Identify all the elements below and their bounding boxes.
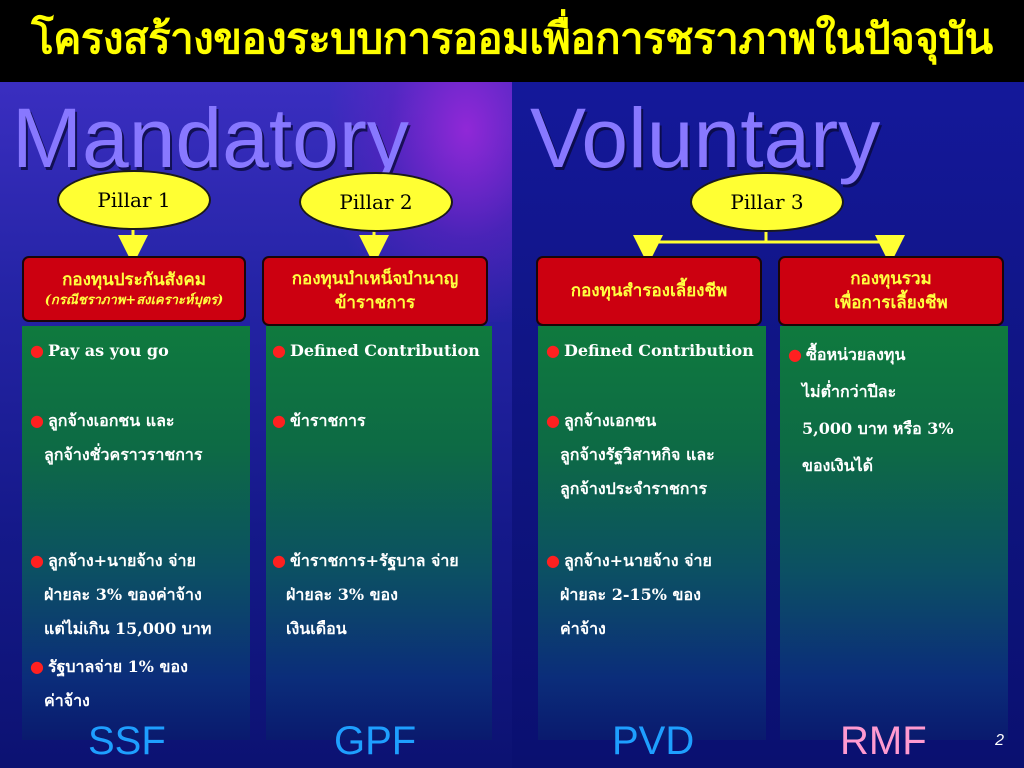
fund-rmf-name-line2: เพื่อการเลี้ยงชีพ	[834, 293, 948, 313]
pvd-members-l2: ลูกจ้างรัฐวิสาหกิจ และ	[560, 445, 715, 464]
bullet-dot-icon: ●	[30, 411, 44, 430]
fund-box-pvd: กองทุนสำรองเลี้ยงชีพ	[536, 256, 762, 326]
fund-gpf-name-line2: ข้าราชการ	[334, 293, 416, 313]
fund-code-rmf: RMF	[840, 719, 927, 763]
bullet-dot-icon: ●	[272, 551, 286, 570]
mandatory-label: Mandatory	[12, 91, 409, 185]
pillar-3: Pillar 3	[690, 172, 844, 232]
fund-box-ssf: กองทุนประกันสังคม (กรณีชราภาพ+สงเคราะห์บ…	[22, 256, 246, 322]
fund-ssf-note: (กรณีชราภาพ+สงเคราะห์บุตร)	[44, 293, 224, 308]
bullet-dot-icon: ●	[30, 341, 44, 360]
rmf-l3: 5,000 บาท หรือ 3%	[802, 419, 954, 438]
gpf-type-item: ●Defined Contribution	[272, 334, 480, 368]
pillar-2: Pillar 2	[299, 172, 453, 232]
bullet-dot-icon: ●	[272, 411, 286, 430]
ssf-contrib-l3: แต่ไม่เกิน 15,000 บาท	[44, 619, 212, 638]
ssf-gov-item: ●รัฐบาลจ่าย 1% ของ ค่าจ้าง	[30, 650, 188, 718]
pvd-type: Defined Contribution	[563, 341, 754, 360]
ssf-gov-l1: รัฐบาลจ่าย 1% ของ	[47, 657, 188, 676]
pvd-members-l3: ลูกจ้างประจำราชการ	[560, 479, 708, 498]
pillar-1-label: Pillar 1	[97, 188, 171, 212]
fund-code-pvd: PVD	[612, 719, 695, 763]
pvd-contrib-l1: ลูกจ้าง+นายจ้าง จ่าย	[563, 551, 712, 570]
ssf-type: Pay as you go	[47, 341, 169, 360]
ssf-contrib-l1: ลูกจ้าง+นายจ้าง จ่าย	[47, 551, 196, 570]
fund-ssf-name: กองทุนประกันสังคม	[62, 270, 206, 290]
ssf-members-item: ●ลูกจ้างเอกชน และ ลูกจ้างชั่วคราวราชการ	[30, 404, 202, 472]
gpf-contrib-l1: ข้าราชการ+รัฐบาล จ่าย	[289, 551, 459, 570]
rmf-l2: ไม่ต่ำกว่าปีละ	[802, 382, 897, 401]
bullet-dot-icon: ●	[546, 551, 560, 570]
gpf-contrib-l2: ฝ่ายละ 3% ของ	[286, 585, 398, 604]
gpf-contrib-l3: เงินเดือน	[286, 619, 347, 638]
pvd-contrib-l3: ค่าจ้าง	[560, 619, 606, 638]
pillar-1: Pillar 1	[57, 170, 211, 230]
ssf-contrib-l2: ฝ่ายละ 3% ของค่าจ้าง	[44, 585, 202, 604]
title-bar: โครงสร้างของระบบการออมเพื่อการชราภาพในปั…	[0, 0, 1024, 82]
fund-rmf-name-line1: กองทุนรวม	[850, 269, 932, 289]
slide-title: โครงสร้างของระบบการออมเพื่อการชราภาพในปั…	[31, 14, 993, 63]
fund-code-gpf: GPF	[334, 719, 417, 763]
bullet-dot-icon: ●	[546, 411, 560, 430]
fund-box-rmf: กองทุนรวม เพื่อการเลี้ยงชีพ	[778, 256, 1004, 326]
panel-rmf	[780, 326, 1008, 740]
ssf-contrib-item: ●ลูกจ้าง+นายจ้าง จ่าย ฝ่ายละ 3% ของค่าจ้…	[30, 544, 211, 646]
fund-pvd-name: กองทุนสำรองเลี้ยงชีพ	[570, 281, 728, 301]
fund-gpf-name-line1: กองทุนบำเหน็จบำนาญ	[291, 269, 459, 289]
ssf-members-l2: ลูกจ้างชั่วคราวราชการ	[44, 445, 203, 464]
gpf-type: Defined Contribution	[289, 341, 480, 360]
rmf-l1: ซื้อหน่วยลงทุน	[805, 345, 906, 364]
rmf-item: ●ซื้อหน่วยลงทุน ไม่ต่ำกว่าปีละ 5,000 บาท…	[788, 336, 954, 484]
bullet-dot-icon: ●	[546, 341, 560, 360]
pillar-2-label: Pillar 2	[339, 190, 413, 214]
panel-ssf	[22, 326, 250, 740]
pvd-contrib-item: ●ลูกจ้าง+นายจ้าง จ่าย ฝ่ายละ 2-15% ของ ค…	[546, 544, 712, 646]
ssf-members-l1: ลูกจ้างเอกชน และ	[47, 411, 175, 430]
pillar-3-label: Pillar 3	[730, 190, 804, 214]
ssf-type-item: ●Pay as you go	[30, 334, 169, 368]
bullet-dot-icon: ●	[272, 341, 286, 360]
bullet-dot-icon: ●	[30, 657, 44, 676]
ssf-gov-l2: ค่าจ้าง	[44, 691, 90, 710]
pvd-type-item: ●Defined Contribution	[546, 334, 754, 368]
fund-box-gpf: กองทุนบำเหน็จบำนาญ ข้าราชการ	[262, 256, 488, 326]
gpf-members-item: ●ข้าราชการ	[272, 404, 366, 438]
gpf-members-l1: ข้าราชการ	[289, 411, 366, 430]
panel-gpf	[266, 326, 492, 740]
gpf-contrib-item: ●ข้าราชการ+รัฐบาล จ่าย ฝ่ายละ 3% ของ เงิ…	[272, 544, 459, 646]
bullet-dot-icon: ●	[788, 345, 802, 364]
panel-pvd	[538, 326, 766, 740]
pvd-members-l1: ลูกจ้างเอกชน	[563, 411, 657, 430]
voluntary-label: Voluntary	[530, 91, 881, 185]
pvd-members-item: ●ลูกจ้างเอกชน ลูกจ้างรัฐวิสาหกิจ และ ลูก…	[546, 404, 715, 506]
fund-code-ssf: SSF	[88, 719, 166, 763]
rmf-l4: ของเงินได้	[802, 456, 874, 475]
page-number: 2	[995, 732, 1004, 749]
pvd-contrib-l2: ฝ่ายละ 2-15% ของ	[560, 585, 701, 604]
bullet-dot-icon: ●	[30, 551, 44, 570]
